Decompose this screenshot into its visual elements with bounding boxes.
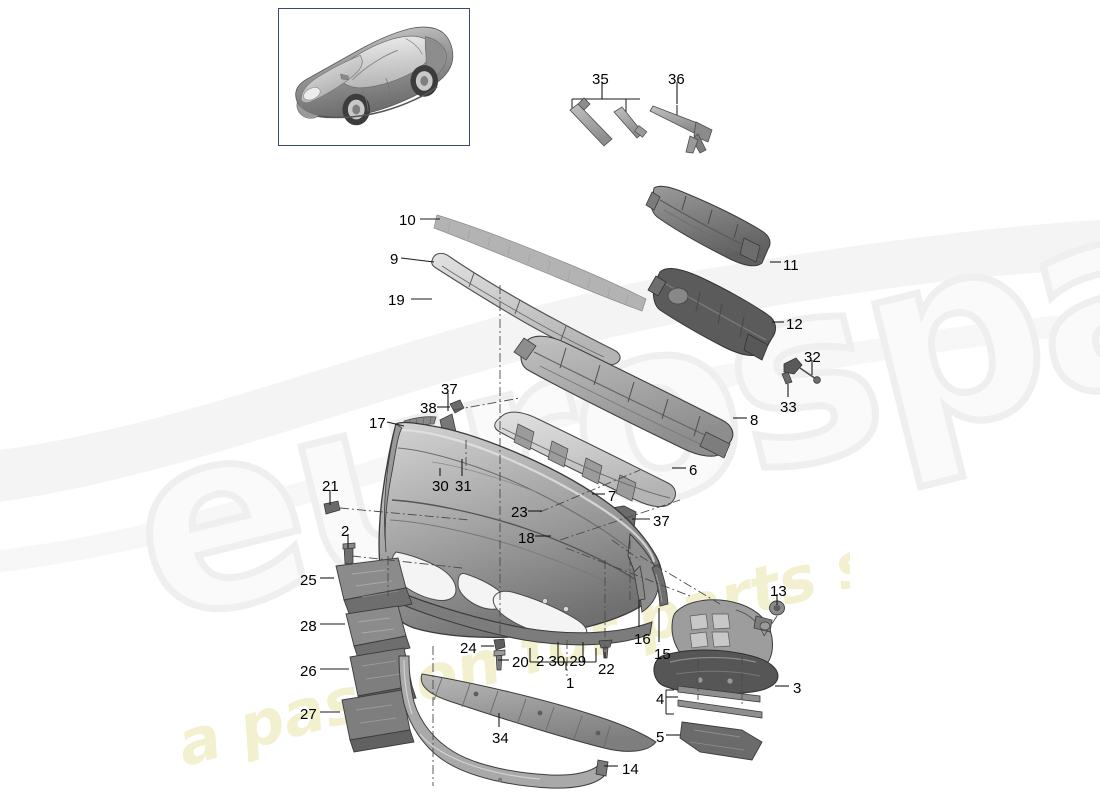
callout-22: 22 bbox=[598, 661, 615, 678]
bracket-group-items: 2 30 29 bbox=[536, 653, 587, 670]
callout-5: 5 bbox=[656, 729, 665, 746]
callout-31: 31 bbox=[455, 478, 472, 495]
part-1-bumper-cover-assembly bbox=[378, 421, 663, 646]
part-24-nut-cap bbox=[493, 638, 506, 651]
callout-4: 4 bbox=[656, 691, 665, 708]
callout-19: 19 bbox=[388, 292, 405, 309]
callout-33: 33 bbox=[780, 399, 797, 416]
part-4-trim-strip bbox=[665, 685, 763, 719]
part-27-air-duct-panel-c bbox=[341, 689, 415, 753]
part-3-headlight-assembly bbox=[653, 599, 779, 695]
callout-25: 25 bbox=[300, 572, 317, 589]
vehicle-thumbnail bbox=[278, 8, 470, 146]
callout-2: 2 bbox=[341, 523, 350, 540]
callout-13: 13 bbox=[770, 583, 787, 600]
callout-8: 8 bbox=[750, 412, 759, 429]
callout-38: 38 bbox=[420, 400, 437, 417]
callout-32: 32 bbox=[804, 349, 821, 366]
callout-16: 16 bbox=[634, 631, 651, 648]
callout-37: 37 bbox=[653, 513, 670, 530]
assembly-axis-lines bbox=[339, 285, 778, 786]
leader-17 bbox=[386, 421, 405, 427]
callout-37: 37 bbox=[441, 381, 458, 398]
part-20-screw bbox=[493, 649, 506, 671]
part-11-upper-crossmember bbox=[645, 185, 771, 267]
callout-24: 24 bbox=[460, 640, 477, 657]
callout-20: 20 bbox=[512, 654, 529, 671]
callout-6: 6 bbox=[689, 462, 698, 479]
part-38-clip-retainer bbox=[449, 399, 465, 414]
callout-23: 23 bbox=[511, 504, 528, 521]
callout-15: 15 bbox=[654, 646, 671, 663]
part-33-hinge-clip bbox=[781, 357, 803, 385]
part-35-tool-set bbox=[569, 84, 648, 147]
leader-9 bbox=[400, 257, 435, 263]
callout-9: 9 bbox=[390, 251, 399, 268]
part-22-expanding-rivet bbox=[598, 639, 613, 659]
bracket-group-sum: 1 bbox=[566, 675, 575, 692]
part-6-impact-absorber bbox=[494, 411, 676, 508]
callout-3: 3 bbox=[793, 680, 802, 697]
callout-11: 11 bbox=[783, 257, 799, 274]
callout-leader-lines bbox=[320, 82, 813, 767]
callout-34: 34 bbox=[492, 730, 509, 747]
part-5-lower-cover-panel bbox=[679, 721, 763, 761]
part-32-screw bbox=[799, 367, 821, 384]
part-9-grille-frame bbox=[431, 252, 621, 366]
callout-14: 14 bbox=[622, 761, 639, 778]
part-2-fastener-clip bbox=[342, 542, 356, 565]
part-14-front-spoiler-lip bbox=[398, 655, 609, 789]
callout-30: 30 bbox=[432, 478, 449, 495]
callout-28: 28 bbox=[300, 618, 317, 635]
part-16-side-trim-left bbox=[633, 565, 646, 601]
part-36-tool-pliers bbox=[649, 105, 713, 154]
part-21-mounting-clip bbox=[323, 500, 341, 515]
callout-35: 35 bbox=[592, 71, 609, 88]
callout-26: 26 bbox=[300, 663, 317, 680]
part-25-air-duct-panel-a bbox=[335, 557, 413, 617]
callout-7: 7 bbox=[608, 488, 617, 505]
part-8-crossmember-lower bbox=[513, 335, 734, 459]
callout-18: 18 bbox=[518, 530, 535, 547]
part-10-mesh-grille bbox=[433, 214, 647, 312]
callout-21: 21 bbox=[322, 478, 339, 495]
callout-27: 27 bbox=[300, 706, 317, 723]
part-12-front-panel-carrier bbox=[647, 268, 776, 361]
part-15-side-trim-right bbox=[651, 563, 669, 607]
callout-36: 36 bbox=[668, 71, 685, 88]
callout-12: 12 bbox=[786, 316, 803, 333]
part-28-air-duct-panel-d bbox=[345, 605, 411, 659]
callout-17: 17 bbox=[369, 415, 386, 432]
callout-10: 10 bbox=[399, 212, 416, 229]
part-34-underbody-tray bbox=[420, 673, 657, 752]
center-bracket-lines bbox=[529, 642, 597, 670]
